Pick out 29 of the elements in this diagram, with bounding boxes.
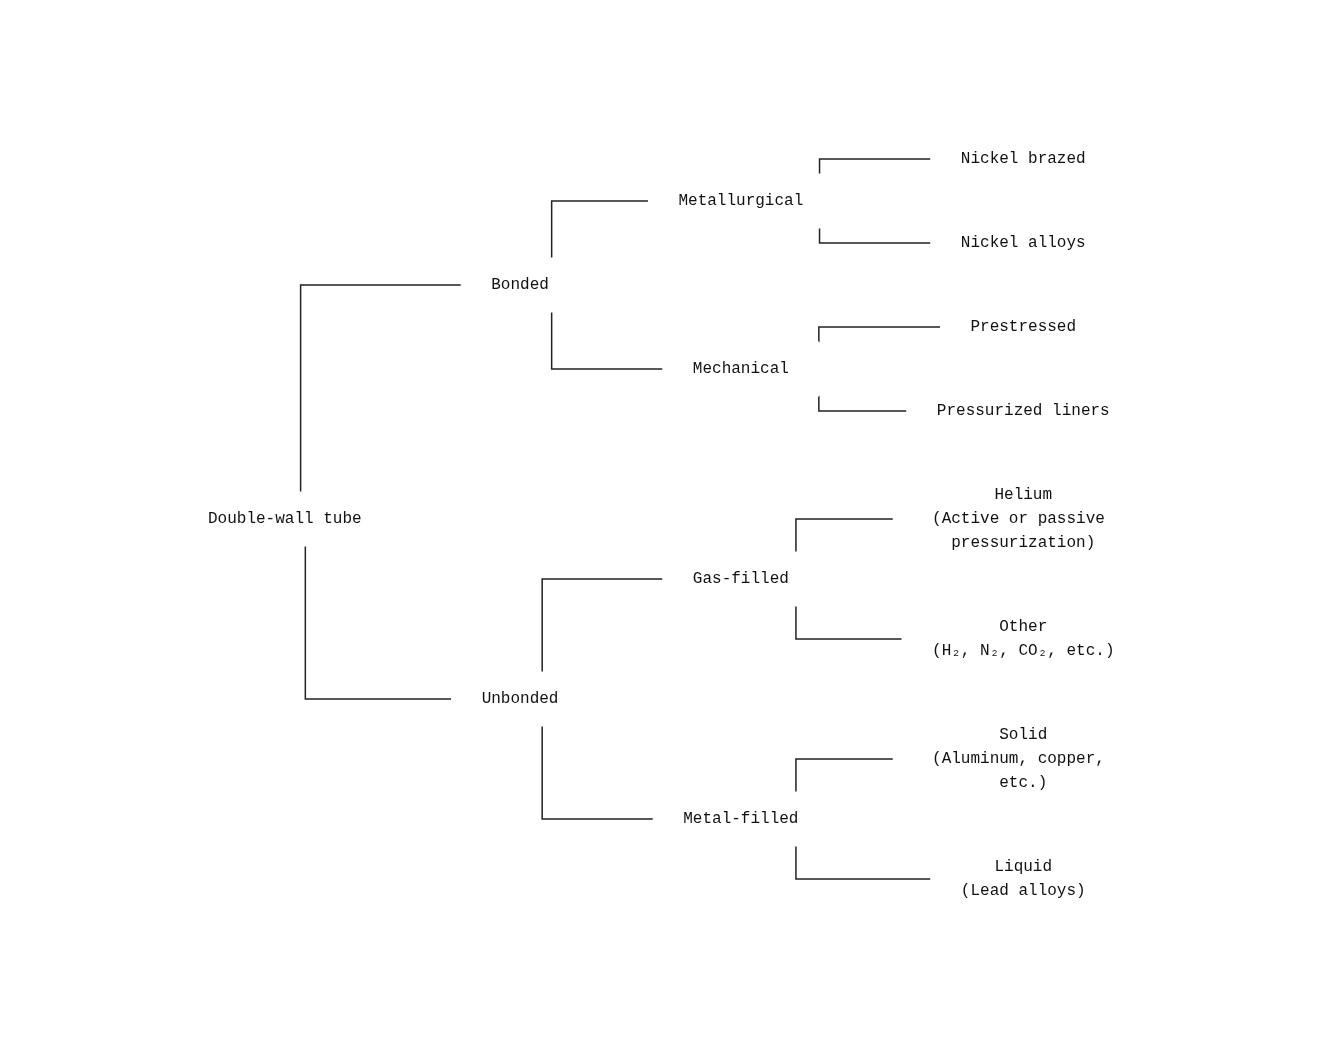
node-text: Helium (Active or passive pressurization) — [932, 486, 1106, 552]
connector — [819, 158, 932, 175]
node-text: Metallurgical — [678, 192, 804, 210]
node-text: Gas-filled — [693, 570, 790, 588]
node-text: Liquid (Lead alloys) — [961, 858, 1087, 900]
node-text: Unbonded — [481, 690, 559, 708]
connector — [795, 518, 895, 553]
node-text: Other (H₂, N₂, CO₂, etc.) — [932, 618, 1115, 660]
node-text: Nickel alloys — [961, 234, 1087, 252]
connector — [541, 578, 664, 673]
node-text: Double-wall tube — [208, 510, 362, 528]
connector — [795, 605, 904, 640]
node-text: Solid (Aluminum, copper, etc.) — [932, 726, 1106, 792]
connector — [819, 227, 932, 244]
node-text: Bonded — [491, 276, 550, 294]
node-text: Metal-filled — [683, 810, 799, 828]
connector — [551, 311, 664, 370]
node-text: Mechanical — [693, 360, 790, 378]
node-text: Pressurized liners — [937, 402, 1111, 420]
node-text: Prestressed — [970, 318, 1077, 336]
connector — [304, 545, 453, 700]
connector — [541, 725, 655, 820]
connector — [818, 395, 908, 412]
connector — [818, 326, 942, 343]
connector — [795, 845, 932, 880]
connector — [551, 200, 650, 259]
connector — [300, 284, 463, 493]
node-text: Nickel brazed — [961, 150, 1087, 168]
connector — [795, 758, 895, 793]
